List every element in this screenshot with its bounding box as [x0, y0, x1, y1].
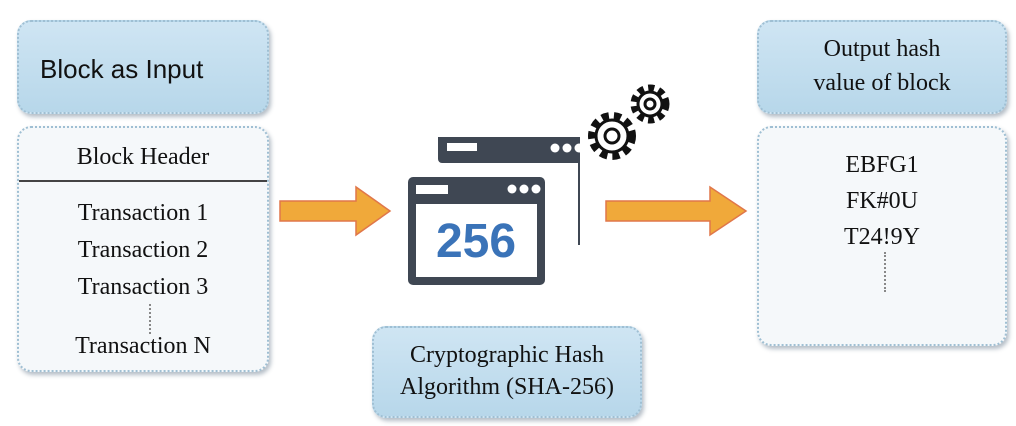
input-title: Block as Input — [40, 54, 204, 84]
algorithm-label-line2: Algorithm (SHA-256) — [400, 374, 614, 400]
icon-digits: 256 — [436, 215, 516, 268]
gears-icon — [588, 84, 670, 160]
algorithm-label-line1: Cryptographic Hash — [410, 342, 604, 368]
hash-line-1: EBFG1 — [845, 152, 919, 178]
hash-line-2: FK#0U — [845, 188, 918, 214]
block-header: Block Header — [76, 144, 210, 170]
output-title-box: Output hash value of block — [757, 20, 1007, 114]
transaction-1: Transaction 1 — [77, 200, 209, 226]
transaction-3: Transaction 3 — [77, 274, 209, 300]
ellipsis-dots — [884, 252, 886, 292]
block-box: Block Header Transaction 1 Transaction 2… — [17, 126, 269, 372]
transaction-n: Transaction N — [75, 333, 211, 359]
arrow-right-icon — [279, 185, 392, 237]
output-title-line1: Output hash — [823, 36, 941, 62]
output-hash-box: EBFG1 FK#0U T24!9Y — [757, 126, 1007, 346]
ellipsis-dots — [149, 304, 151, 334]
input-title-box: Block as Input — [17, 20, 269, 114]
algorithm-label-box: Cryptographic Hash Algorithm (SHA-256) — [372, 326, 642, 418]
output-title-line2: value of block — [813, 70, 951, 96]
hash-window-icon: 256 — [408, 137, 580, 285]
arrow-right-icon — [605, 185, 748, 237]
header-divider — [19, 180, 267, 182]
transaction-2: Transaction 2 — [77, 237, 209, 263]
hash-line-3: T24!9Y — [844, 224, 920, 250]
